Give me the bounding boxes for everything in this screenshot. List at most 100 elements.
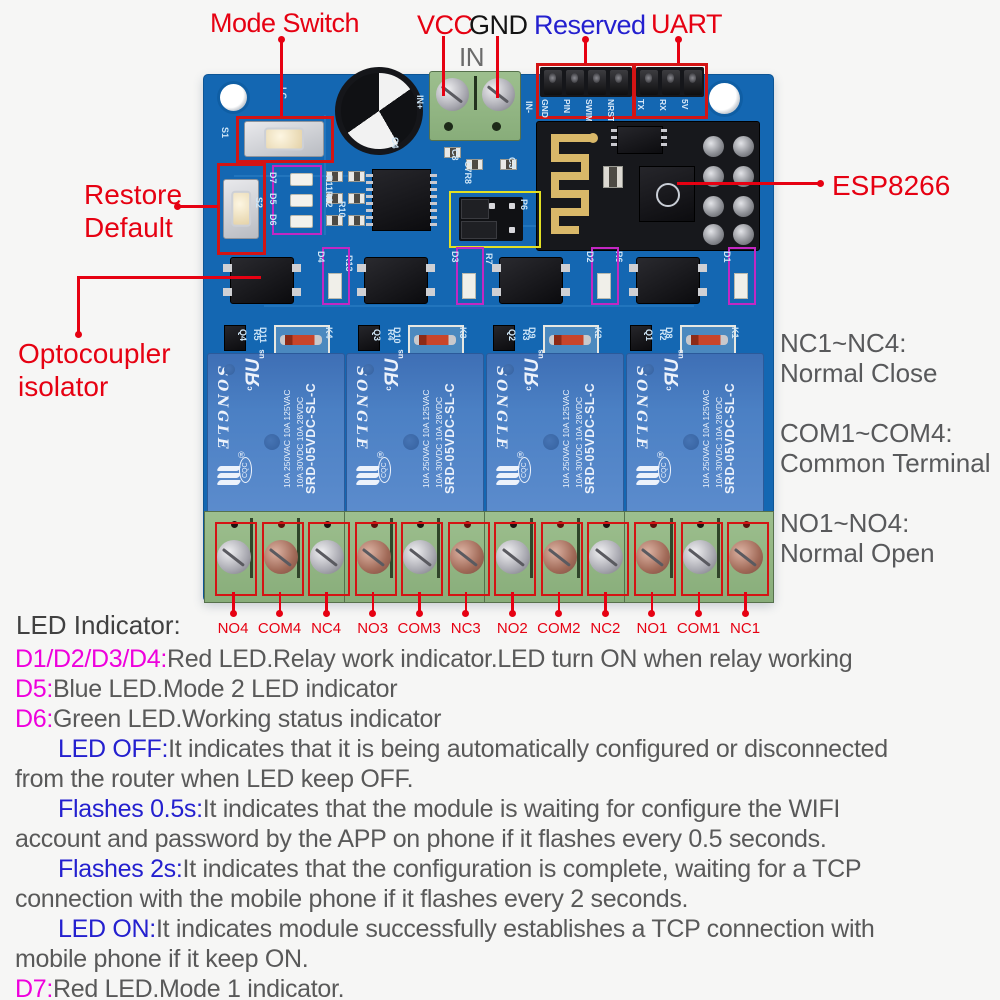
terminal-leader-line <box>418 592 421 612</box>
ul-mark: ЯU <box>662 358 684 387</box>
ul-mark: ЯU <box>382 358 404 387</box>
restore-line1: Restore <box>84 179 183 210</box>
terminal-highlight-box <box>401 522 444 596</box>
terminal-wire-hole <box>277 521 285 528</box>
leader-dot <box>322 610 330 617</box>
leader-dot <box>695 610 702 617</box>
relay-ref-k3: K3 <box>458 327 468 339</box>
diode-ref-d10: D10 <box>392 327 402 344</box>
leader-dot <box>817 180 824 187</box>
terminal-leader-line <box>604 592 607 612</box>
optocoupler-k1 <box>629 257 707 304</box>
transistor-label-q4: Q4 <box>238 329 248 342</box>
smd-diode <box>597 273 611 299</box>
terminal-screw <box>217 540 251 574</box>
songle-logo-bar <box>216 466 242 471</box>
description: Red LED.Mode 1 indicator. <box>53 975 345 1000</box>
mode-switch-label: Mode Switch <box>210 8 360 38</box>
silkscreen-s2: S2 <box>254 197 264 209</box>
terminal-highlight-box <box>727 522 770 596</box>
optocoupler-line1: Optocoupler <box>18 338 171 369</box>
reserved-label: Reserved <box>534 10 646 40</box>
description: Blue LED.Mode 2 LED indicator <box>53 675 398 703</box>
legend-meaning: Normal Close <box>780 358 938 388</box>
terminal-label-no2: NO2 <box>496 620 528 637</box>
wire-hole <box>444 122 453 131</box>
ic-pin <box>366 216 373 219</box>
optocoupler-k2 <box>492 257 570 304</box>
songle-logo-bar <box>635 480 661 485</box>
terminal-label-nc3: NC3 <box>450 620 481 637</box>
terminal-highlight-box <box>680 522 723 596</box>
terminal-leader-line <box>278 592 282 612</box>
terminal-slot <box>474 76 477 110</box>
terminal-divider <box>250 518 253 578</box>
silkscreen-in+: IN+ <box>415 95 425 110</box>
esp8266-label: ESP8266 <box>832 170 951 201</box>
mode-switch-highlight-box <box>236 116 334 163</box>
relay-mold-mark <box>503 364 514 375</box>
ul-logo: cЯUus <box>382 349 405 390</box>
keyword: Flashes 0.5s: <box>58 795 203 823</box>
leader-dot <box>462 610 470 617</box>
relay-mold-mark <box>264 434 280 450</box>
ul-us: us <box>257 349 266 359</box>
relay-ref-k1: K1 <box>730 327 740 339</box>
songle-logo-bar <box>635 473 661 478</box>
mounting-hole <box>220 84 247 111</box>
terminal-wire-hole <box>324 521 332 528</box>
electrolytic-capacitor <box>335 67 423 155</box>
ic-pin <box>430 202 437 205</box>
ic-pin <box>430 209 437 212</box>
esp8266-module <box>536 121 760 251</box>
relay-model: SRD-05VDC-SL-C <box>723 382 737 494</box>
terminal-highlight-box <box>447 522 490 596</box>
pin-label-swim: SWIM <box>584 99 594 123</box>
status-led-d7 <box>290 173 313 186</box>
opto-pin <box>357 288 366 296</box>
relay-ref-k2: K2 <box>593 327 603 339</box>
socket-pin <box>733 166 754 187</box>
diode-ref-d9: D9 <box>527 327 537 339</box>
led-indicator-heading: LED Indicator: <box>16 610 181 640</box>
description: It indicates that the configuration is c… <box>182 855 862 883</box>
description: It indicates that the module is waiting … <box>202 795 841 823</box>
restore-leader-line <box>178 205 218 208</box>
relay-mold-mark <box>363 364 374 375</box>
description: from the router when LED keep OFF. <box>15 765 414 793</box>
keyword: LED OFF: <box>58 735 169 763</box>
keyword: Flashes 2s: <box>58 855 183 883</box>
led-text-line: from the router when LED keep OFF. <box>15 765 414 794</box>
terminal-leader-line <box>325 592 328 612</box>
terminal-wire-hole <box>696 521 704 528</box>
leader-dot <box>741 610 749 617</box>
mounting-hole <box>709 83 740 114</box>
leader-dot <box>582 36 589 43</box>
smd-resistor <box>326 193 343 204</box>
terminal-highlight-box <box>587 522 630 596</box>
transistor-q2 <box>493 325 515 351</box>
songle-logo-bar <box>216 473 242 478</box>
led-text-line: D5:Blue LED.Mode 2 LED indicator <box>15 675 398 704</box>
opto-pin <box>292 264 301 272</box>
smd-resistor <box>326 215 343 226</box>
ic-pin <box>366 223 373 226</box>
songle-logo-bar <box>635 466 661 471</box>
terminal-leader-line <box>697 592 700 612</box>
silkscreen-c3: C3 <box>507 157 517 169</box>
ul-us: us <box>536 349 545 359</box>
vcc-label: VCC <box>417 10 473 40</box>
led-text-line: D7:Red LED.Mode 1 indicator. <box>15 975 345 1000</box>
pin-label-nrst: NRST <box>606 99 616 123</box>
terminal-highlight-box <box>540 522 583 596</box>
chip-pin <box>661 143 667 146</box>
optocoupler-line2: isolator <box>18 371 109 402</box>
esp8266-leader-line <box>677 182 820 185</box>
terminal-label-no3: NO3 <box>357 620 389 637</box>
terminal-screw <box>542 540 577 574</box>
status-led-d6 <box>290 215 313 228</box>
diode-holder <box>274 325 330 357</box>
wifi-antenna <box>551 133 598 234</box>
